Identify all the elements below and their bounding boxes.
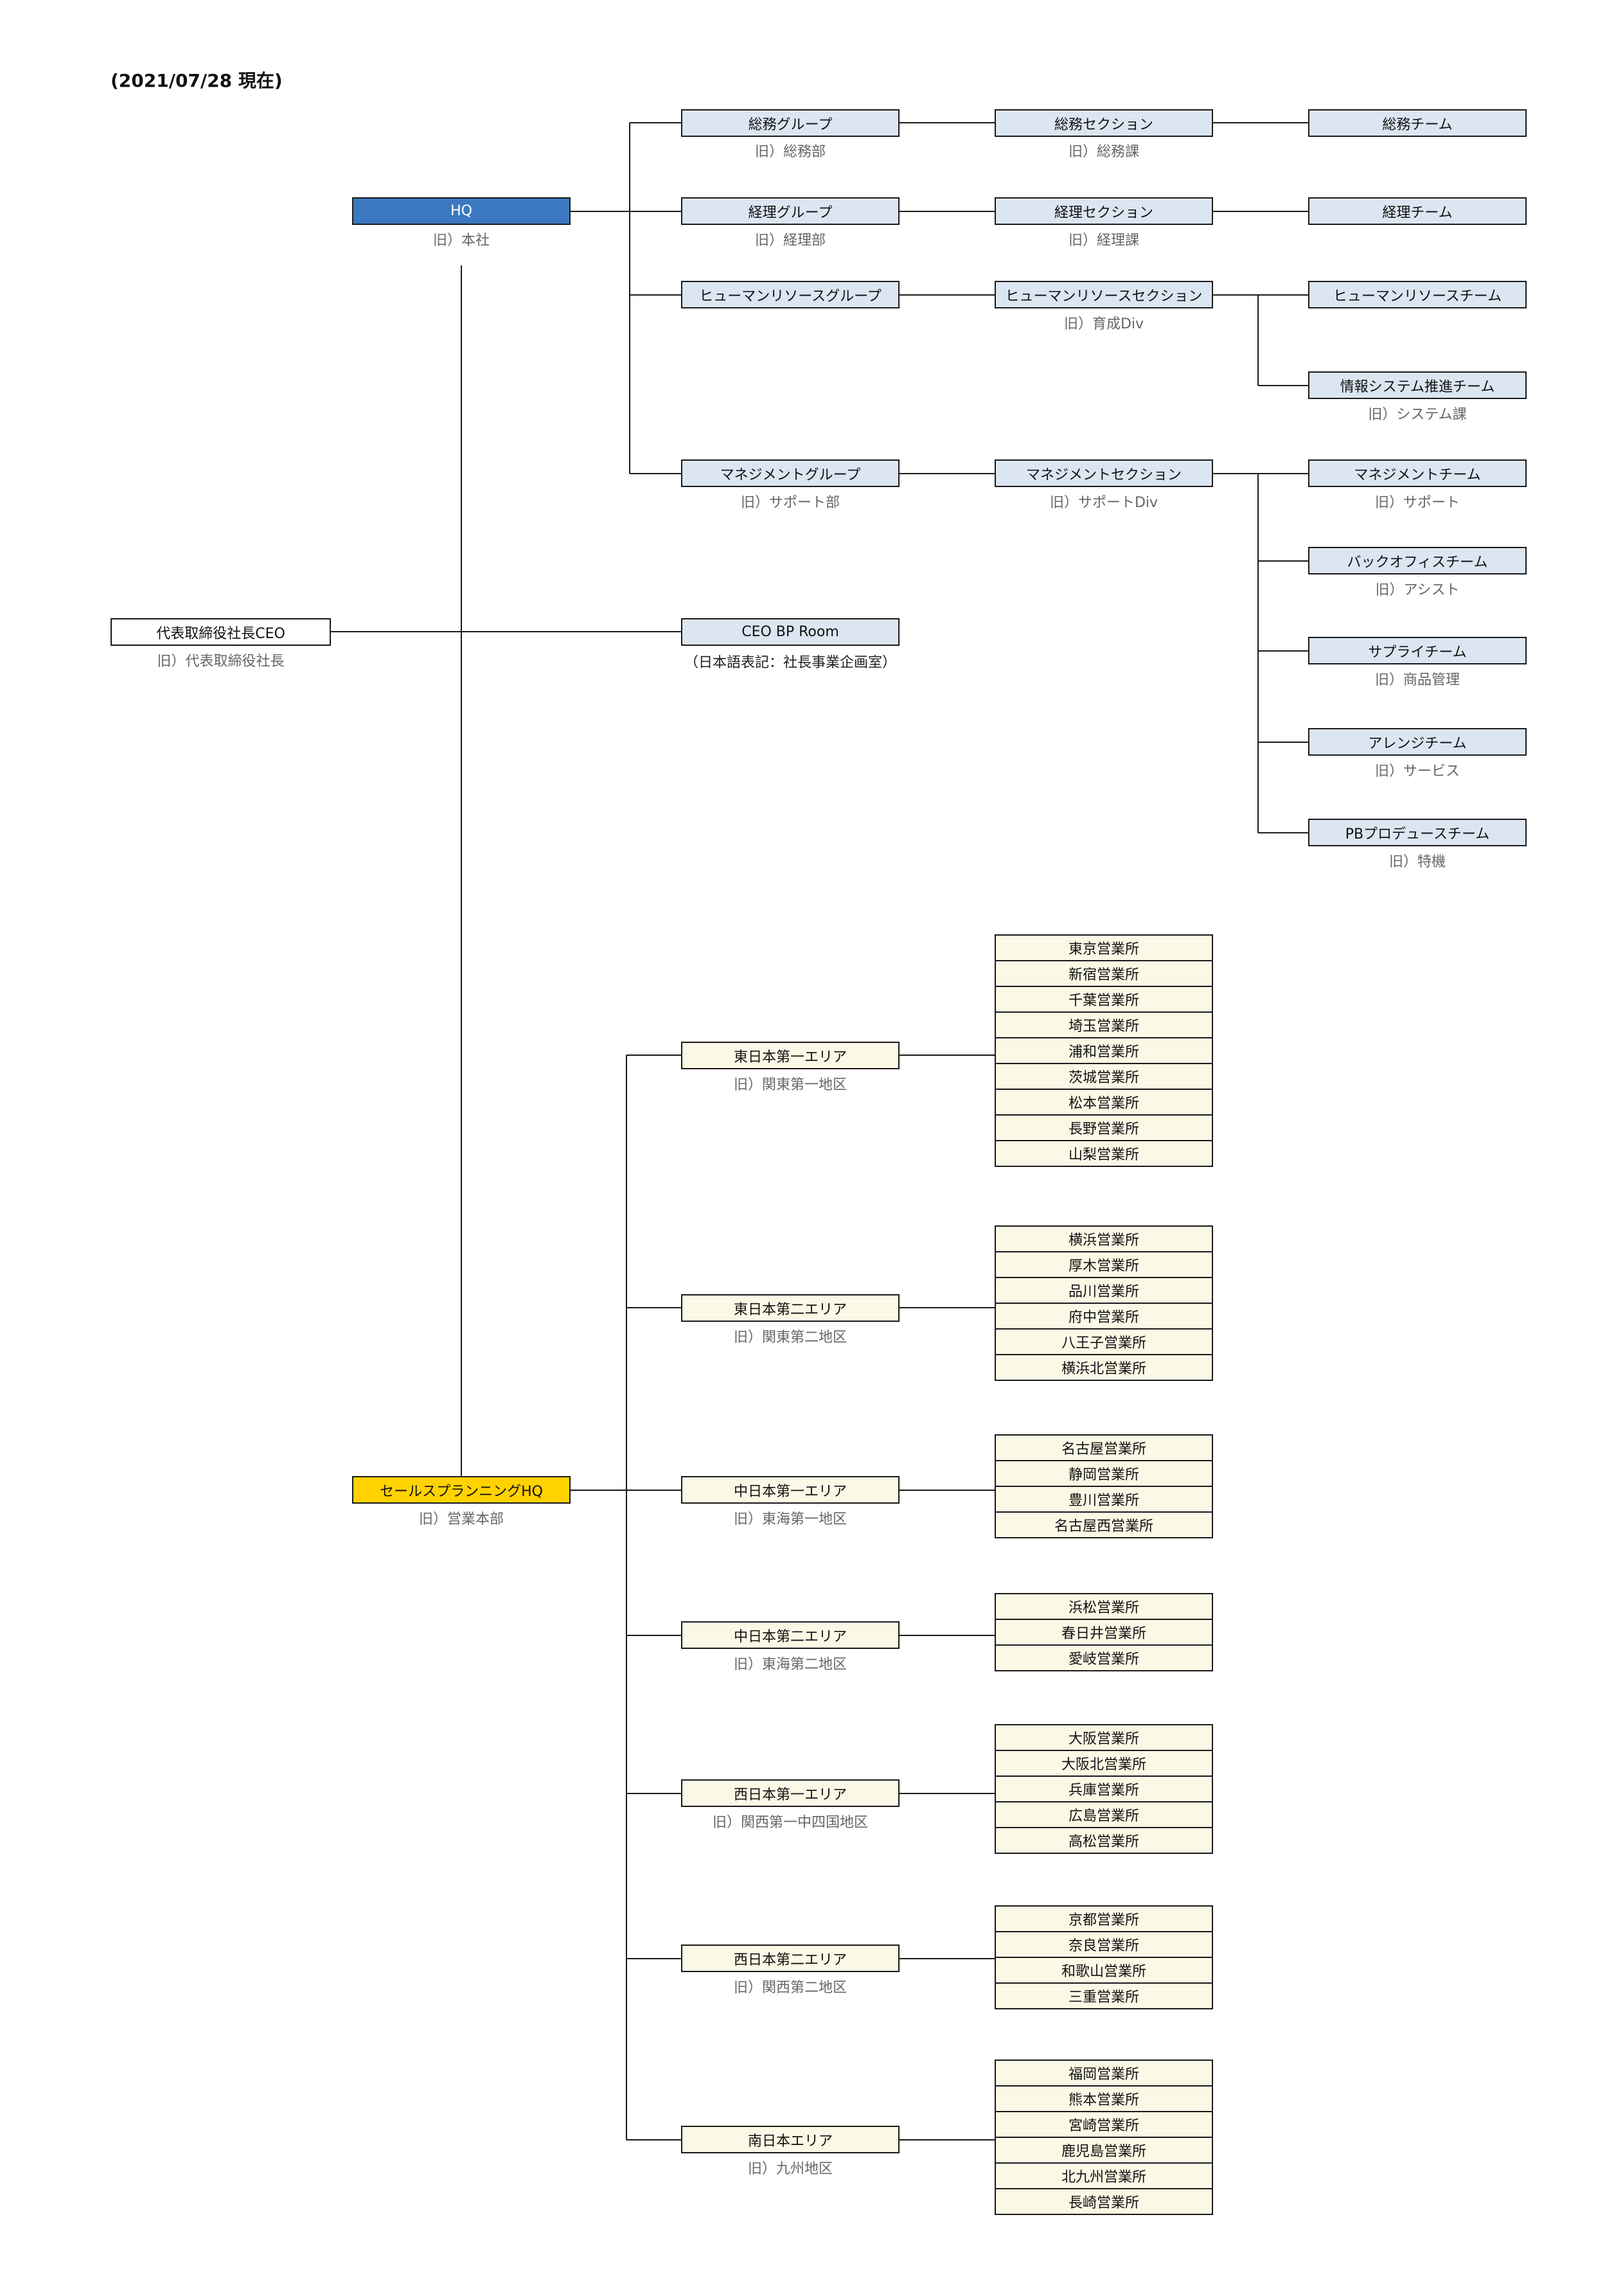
- ceo-bp-room-japanese-name: （日本語表記：社長事業企画室）: [684, 655, 896, 671]
- office-item: 山梨営業所: [995, 1140, 1213, 1167]
- area-box: 中日本第二エリア: [681, 1621, 900, 1649]
- office-item: 茨城営業所: [995, 1063, 1213, 1090]
- office-item: 福岡営業所: [995, 2060, 1213, 2087]
- sales-planning-hq-box: セールスプランニングHQ: [352, 1476, 571, 1504]
- area-former-name: 旧）東海第二地区: [733, 1657, 847, 1673]
- office-item: 兵庫営業所: [995, 1775, 1213, 1802]
- group-former-name: 旧）総務部: [754, 144, 826, 160]
- team-former-name: 旧）システム課: [1368, 407, 1467, 423]
- office-list: 横浜営業所 厚木営業所 品川営業所 府中営業所 八王子営業所 横浜北営業所: [995, 1225, 1213, 1381]
- office-item: 名古屋西営業所: [995, 1511, 1213, 1538]
- group-box: 総務グループ: [681, 109, 900, 137]
- office-item: 大阪営業所: [995, 1724, 1213, 1751]
- area-former-name: 旧）関東第二地区: [733, 1330, 847, 1346]
- office-item: 八王子営業所: [995, 1328, 1213, 1355]
- team-former-name: 旧）サービス: [1374, 763, 1460, 779]
- office-list: 福岡営業所 熊本営業所 宮崎営業所 鹿児島営業所 北九州営業所 長崎営業所: [995, 2060, 1213, 2215]
- office-item: 宮崎営業所: [995, 2111, 1213, 2138]
- section-box: 総務セクション: [995, 109, 1213, 137]
- office-item: 和歌山営業所: [995, 1957, 1213, 1984]
- office-item: 浜松営業所: [995, 1593, 1213, 1620]
- office-item: 長野営業所: [995, 1114, 1213, 1141]
- team-box: PBプロデュースチーム: [1308, 819, 1527, 846]
- area-former-name: 旧）東海第一地区: [733, 1511, 847, 1527]
- area-box: 東日本第一エリア: [681, 1042, 900, 1069]
- team-box: サプライチーム: [1308, 637, 1527, 664]
- office-item: 豊川営業所: [995, 1486, 1213, 1513]
- sales-planning-hq-former-name: 旧）営業本部: [418, 1511, 504, 1527]
- group-former-name: 旧）サポート部: [740, 495, 840, 511]
- team-box: バックオフィスチーム: [1308, 547, 1527, 574]
- area-box: 中日本第一エリア: [681, 1476, 900, 1504]
- team-box: 情報システム推進チーム: [1308, 371, 1527, 399]
- office-item: 三重営業所: [995, 1982, 1213, 2009]
- team-former-name: 旧）サポート: [1374, 495, 1460, 511]
- office-item: 横浜営業所: [995, 1225, 1213, 1252]
- office-item: 大阪北営業所: [995, 1750, 1213, 1777]
- office-item: 府中営業所: [995, 1303, 1213, 1330]
- team-box: アレンジチーム: [1308, 728, 1527, 756]
- team-former-name: 旧）アシスト: [1375, 582, 1460, 598]
- office-item: 新宿営業所: [995, 960, 1213, 987]
- hq-former-name: 旧）本社: [432, 233, 490, 249]
- team-box: 経理チーム: [1308, 197, 1527, 225]
- group-former-name: 旧）経理部: [754, 233, 826, 249]
- ceo-box: 代表取締役社長CEO: [111, 618, 331, 646]
- area-box: 西日本第一エリア: [681, 1779, 900, 1807]
- hq-box: HQ: [352, 197, 571, 225]
- office-item: 北九州営業所: [995, 2162, 1213, 2189]
- section-former-name: 旧）経理課: [1068, 233, 1139, 249]
- team-former-name: 旧）商品管理: [1374, 672, 1460, 688]
- section-box: マネジメントセクション: [995, 459, 1213, 487]
- office-item: 高松営業所: [995, 1827, 1213, 1854]
- area-former-name: 旧）関東第一地区: [733, 1077, 847, 1093]
- office-item: 熊本営業所: [995, 2085, 1213, 2112]
- section-former-name: 旧）サポートDiv: [1049, 495, 1158, 511]
- ceo-former-name: 旧）代表取締役社長: [157, 654, 285, 670]
- section-box: ヒューマンリソースセクション: [995, 281, 1213, 308]
- as-of-date: (2021/07/28 現在): [111, 70, 283, 91]
- group-box: 経理グループ: [681, 197, 900, 225]
- office-item: 品川営業所: [995, 1277, 1213, 1304]
- office-list: 浜松営業所 春日井営業所 愛岐営業所: [995, 1593, 1213, 1671]
- office-list: 東京営業所 新宿営業所 千葉営業所 埼玉営業所 浦和営業所 茨城営業所 松本営業…: [995, 934, 1213, 1167]
- office-item: 長崎営業所: [995, 2188, 1213, 2215]
- office-item: 京都営業所: [995, 1905, 1213, 1932]
- office-list: 名古屋営業所 静岡営業所 豊川営業所 名古屋西営業所: [995, 1434, 1213, 1538]
- area-box: 西日本第二エリア: [681, 1944, 900, 1972]
- office-item: 厚木営業所: [995, 1251, 1213, 1278]
- office-list: 大阪営業所 大阪北営業所 兵庫営業所 広島営業所 高松営業所: [995, 1724, 1213, 1854]
- section-former-name: 旧）総務課: [1068, 144, 1139, 160]
- group-box: ヒューマンリソースグループ: [681, 281, 900, 308]
- section-former-name: 旧）育成Div: [1063, 316, 1144, 332]
- office-item: 鹿児島営業所: [995, 2137, 1213, 2164]
- office-item: 松本営業所: [995, 1089, 1213, 1116]
- office-item: 奈良営業所: [995, 1931, 1213, 1958]
- area-former-name: 旧）関西第二地区: [733, 1980, 847, 1996]
- section-box: 経理セクション: [995, 197, 1213, 225]
- office-item: 東京営業所: [995, 934, 1213, 961]
- team-former-name: 旧）特機: [1388, 854, 1446, 870]
- office-item: 横浜北営業所: [995, 1354, 1213, 1381]
- team-box: 総務チーム: [1308, 109, 1527, 137]
- office-item: 埼玉営業所: [995, 1011, 1213, 1038]
- area-former-name: 旧）関西第一中四国地区: [712, 1815, 868, 1831]
- office-item: 名古屋営業所: [995, 1434, 1213, 1461]
- office-item: 千葉営業所: [995, 986, 1213, 1013]
- office-item: 春日井営業所: [995, 1619, 1213, 1646]
- group-box: マネジメントグループ: [681, 459, 900, 487]
- office-item: 広島営業所: [995, 1801, 1213, 1828]
- area-box: 東日本第二エリア: [681, 1294, 900, 1322]
- area-box: 南日本エリア: [681, 2126, 900, 2153]
- office-item: 愛岐営業所: [995, 1644, 1213, 1671]
- office-list: 京都営業所 奈良営業所 和歌山営業所 三重営業所: [995, 1905, 1213, 2009]
- ceo-bp-room-box: CEO BP Room: [681, 618, 900, 646]
- area-former-name: 旧）九州地区: [747, 2161, 833, 2177]
- office-item: 浦和営業所: [995, 1037, 1213, 1064]
- team-box: マネジメントチーム: [1308, 459, 1527, 487]
- team-box: ヒューマンリソースチーム: [1308, 281, 1527, 308]
- office-item: 静岡営業所: [995, 1460, 1213, 1487]
